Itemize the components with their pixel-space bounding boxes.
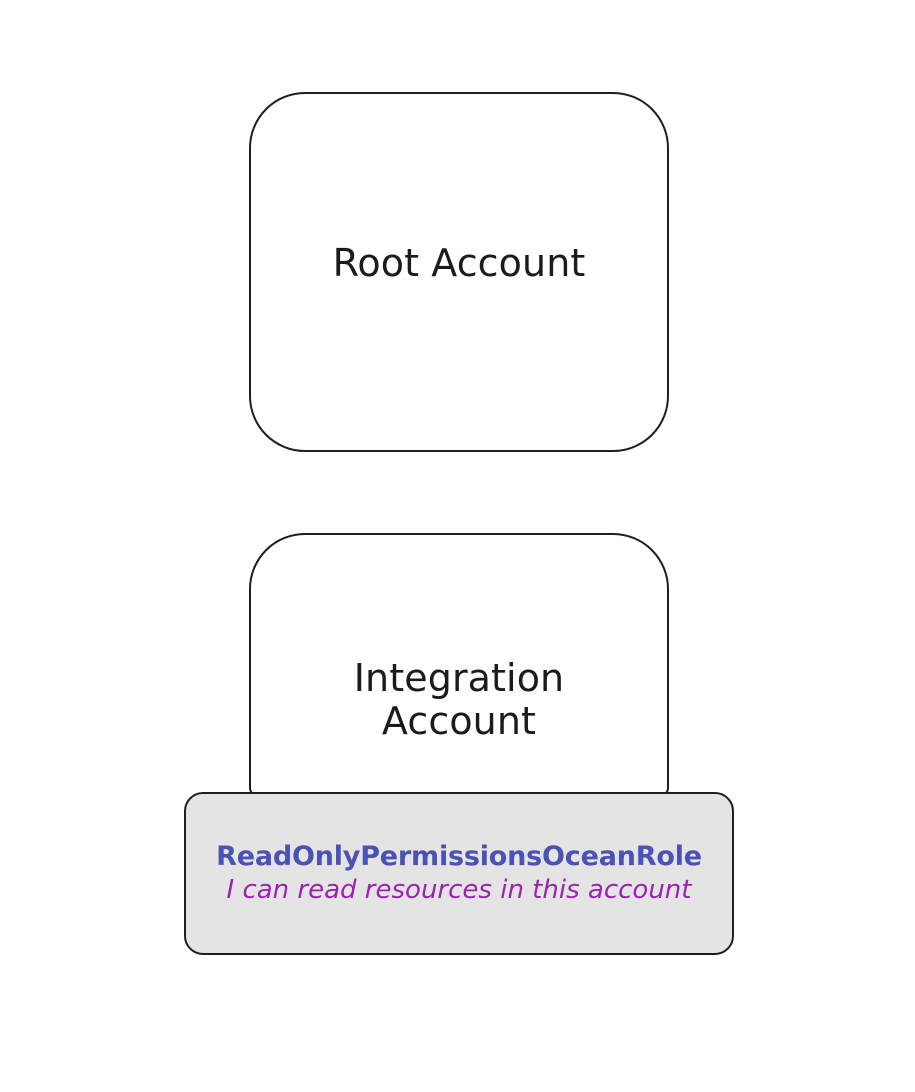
root-account-node[interactable]: Root Account [249, 92, 669, 452]
role-name-label: ReadOnlyPermissionsOceanRole [216, 840, 702, 872]
role-description-label: I can read resources in this account [226, 875, 692, 906]
root-account-label: Root Account [332, 240, 586, 285]
role-card[interactable]: ReadOnlyPermissionsOceanRole I can read … [184, 792, 734, 955]
integration-account-node[interactable]: Integration Account [249, 533, 669, 796]
integration-account-label: Integration Account [353, 655, 565, 743]
